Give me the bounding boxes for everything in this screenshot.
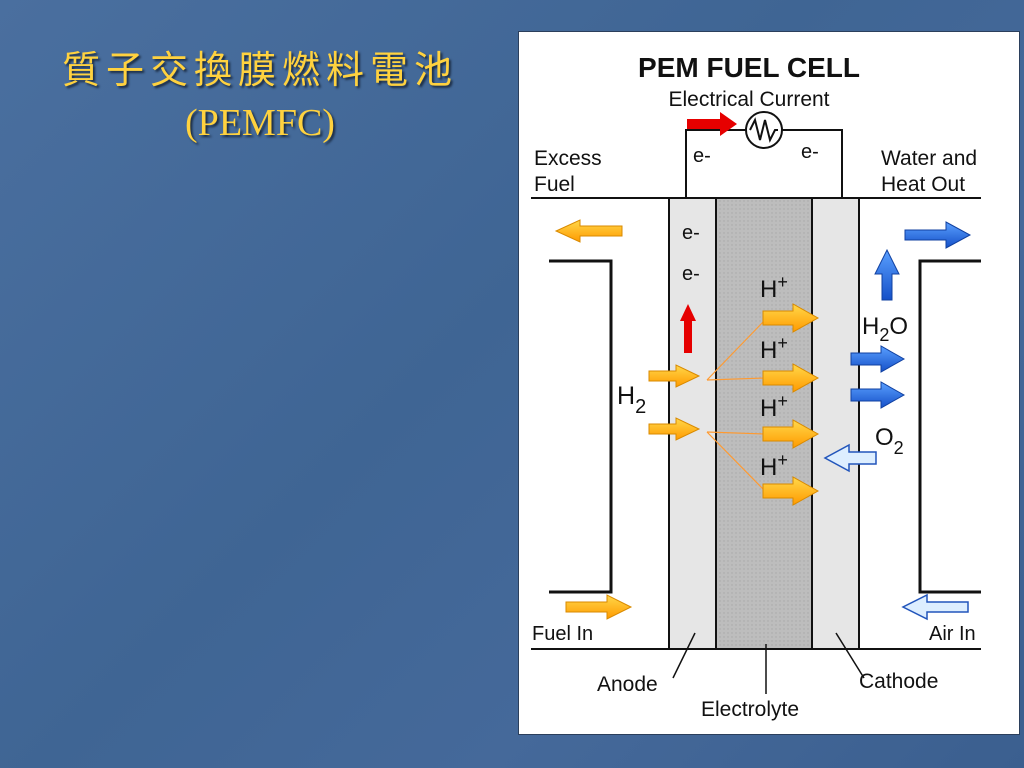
slide-title-chinese: 質子交換膜燃料電池 bbox=[61, 48, 458, 92]
cathode-flow-channel bbox=[918, 259, 981, 594]
anode-leader bbox=[672, 632, 696, 679]
pem-fuel-cell-diagram: PEM FUEL CELL Electrical Current e- e- E… bbox=[518, 31, 1020, 735]
water-out-arrow bbox=[904, 221, 972, 249]
slide-title-abbreviation: (PEMFC) bbox=[185, 102, 335, 144]
resistor-zigzag bbox=[749, 117, 778, 143]
water-arrow-lower bbox=[850, 381, 906, 409]
diagram-subtitle: Electrical Current bbox=[668, 88, 829, 111]
proton-arrow-2 bbox=[762, 363, 820, 393]
proton-label-1: H+ bbox=[760, 272, 788, 303]
proton-arrow-3 bbox=[762, 419, 820, 449]
slide-title: 質子交換膜燃料電池 (PEMFC) bbox=[20, 42, 500, 148]
water-arrow-upper bbox=[850, 345, 906, 373]
o2-label: O2 bbox=[875, 424, 904, 458]
cathode-layer bbox=[811, 197, 860, 650]
fuel-in-label: Fuel In bbox=[532, 623, 593, 645]
diagram-canvas: PEM FUEL CELL Electrical Current e- e- E… bbox=[531, 52, 981, 721]
electron-label-right-circuit: e- bbox=[801, 141, 819, 163]
h2o-up-arrow bbox=[874, 248, 900, 301]
anode-label: Anode bbox=[597, 673, 658, 696]
water-heat-label-1: Water and bbox=[881, 147, 977, 170]
h2-arrow-upper bbox=[648, 364, 701, 388]
h2-label: H2 bbox=[617, 382, 646, 418]
fuel-in-arrow bbox=[565, 594, 633, 620]
air-in-arrow bbox=[901, 593, 969, 621]
proton-label-3: H+ bbox=[760, 391, 788, 422]
anode-electron-1: e- bbox=[682, 222, 700, 244]
electrolyte-label: Electrolyte bbox=[701, 698, 799, 721]
excess-fuel-arrow bbox=[554, 219, 623, 243]
proton-dissociation-lines bbox=[706, 319, 766, 492]
cathode-leader bbox=[835, 632, 865, 679]
air-in-label: Air In bbox=[929, 623, 976, 645]
proton-label-4: H+ bbox=[760, 450, 788, 481]
h2o-label: H2O bbox=[862, 313, 908, 345]
anode-flow-channel bbox=[549, 259, 613, 594]
electron-label-left-circuit: e- bbox=[693, 145, 711, 167]
h2-arrow-lower bbox=[648, 417, 701, 441]
oxygen-arrow bbox=[823, 443, 877, 473]
excess-fuel-label-2: Fuel bbox=[534, 173, 575, 196]
current-arrow bbox=[687, 112, 737, 136]
proton-arrow-4 bbox=[762, 476, 820, 506]
proton-arrow-1 bbox=[762, 303, 820, 333]
anode-electron-2: e- bbox=[682, 263, 700, 285]
excess-fuel-label-1: Excess bbox=[534, 147, 602, 170]
proton-label-2: H+ bbox=[760, 333, 788, 364]
water-heat-label-2: Heat Out bbox=[881, 173, 965, 196]
electron-up-arrow bbox=[680, 304, 696, 353]
diagram-title: PEM FUEL CELL bbox=[638, 52, 860, 83]
cathode-label: Cathode bbox=[859, 670, 938, 693]
